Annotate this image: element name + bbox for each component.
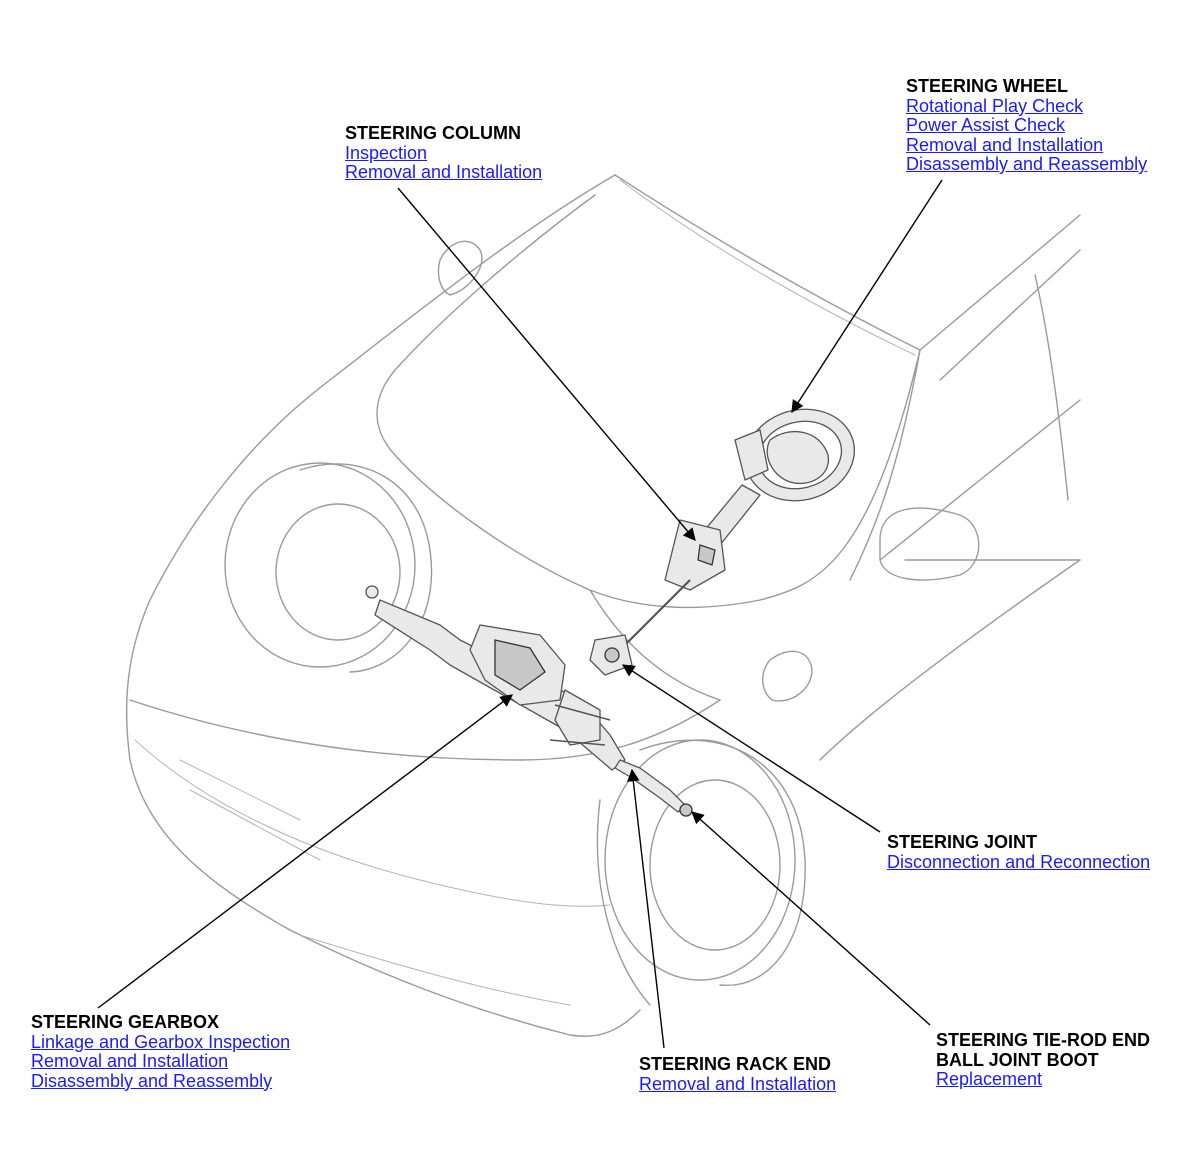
leader-steering-joint — [621, 664, 881, 833]
link-steering-column-inspection[interactable]: Inspection — [345, 142, 428, 163]
steering-joint-part — [589, 634, 633, 676]
steering-wheel-part — [734, 408, 856, 502]
callout-steering-gearbox: STEERING GEARBOX Linkage and Gearbox Ins… — [31, 1012, 291, 1091]
rack-end-tie-rod-part — [614, 759, 693, 817]
car-body-outline — [125, 174, 1081, 1037]
front-right-wheel — [596, 739, 806, 1006]
callout-heading: STEERING RACK END — [639, 1054, 832, 1074]
callout-heading: STEERING GEARBOX — [31, 1012, 220, 1032]
steering-gearbox-part — [365, 585, 626, 771]
leader-steering-rack-end — [627, 768, 665, 1049]
callout-steering-tie-rod-end: STEERING TIE-ROD END BALL JOINT BOOT Rep… — [936, 1030, 1151, 1090]
callout-heading: STEERING JOINT — [887, 832, 1038, 852]
leader-steering-tie-rod-end — [691, 811, 931, 1026]
link-steering-wheel-removal-installation[interactable]: Removal and Installation — [906, 134, 1104, 155]
link-steering-column-removal-installation[interactable]: Removal and Installation — [345, 162, 543, 182]
front-left-wheel — [224, 462, 433, 673]
link-steering-joint-disconnection-reconnection[interactable]: Disconnection and Reconnection — [887, 851, 1151, 872]
link-steering-rack-end-removal-installation[interactable]: Removal and Installation — [639, 1073, 837, 1094]
steering-column-part — [619, 484, 761, 651]
link-steering-wheel-rotational-play-check[interactable]: Rotational Play Check — [906, 95, 1084, 116]
link-tie-rod-end-boot-replacement[interactable]: Replacement — [936, 1069, 1043, 1089]
link-steering-gearbox-linkage-inspection[interactable]: Linkage and Gearbox Inspection — [31, 1031, 291, 1052]
leader-steering-gearbox — [97, 694, 514, 1009]
callout-heading-line1: STEERING TIE-ROD END — [936, 1030, 1151, 1050]
leader-steering-wheel — [791, 179, 943, 414]
link-steering-gearbox-disassembly-reassembly[interactable]: Disassembly and Reassembly — [31, 1070, 273, 1091]
callout-heading: STEERING COLUMN — [345, 123, 522, 143]
callout-steering-wheel: STEERING WHEEL Rotational Play Check Pow… — [906, 76, 1148, 175]
callout-heading: STEERING WHEEL — [906, 76, 1069, 96]
callout-steering-rack-end: STEERING RACK END Removal and Installati… — [639, 1054, 837, 1094]
link-steering-wheel-disassembly-reassembly[interactable]: Disassembly and Reassembly — [906, 154, 1148, 174]
callout-steering-joint: STEERING JOINT Disconnection and Reconne… — [887, 832, 1151, 872]
link-steering-wheel-power-assist-check[interactable]: Power Assist Check — [906, 115, 1066, 135]
leader-steering-column — [397, 187, 696, 541]
link-steering-gearbox-removal-installation[interactable]: Removal and Installation — [31, 1051, 229, 1071]
callout-heading-line2: BALL JOINT BOOT — [936, 1049, 1099, 1070]
callout-steering-column: STEERING COLUMN Inspection Removal and I… — [345, 123, 543, 183]
